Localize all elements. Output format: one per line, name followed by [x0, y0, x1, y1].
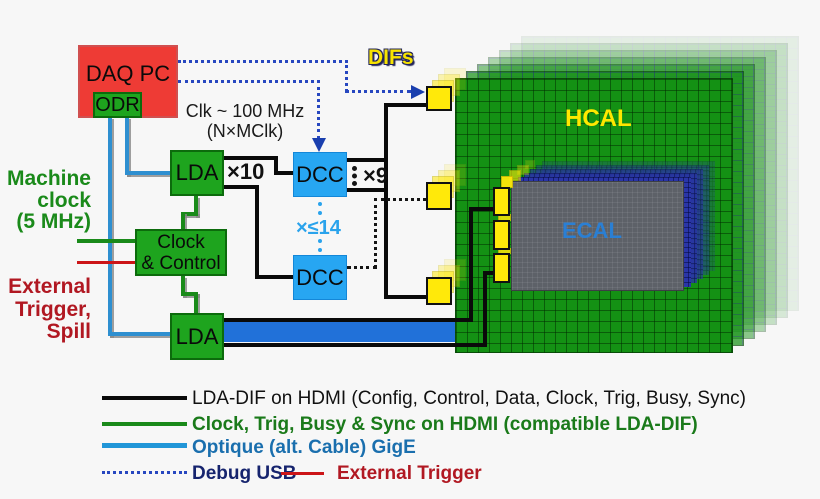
lda-bottom-label: LDA	[175, 323, 219, 349]
legend-label-clock-hdmi: Clock, Trig, Busy & Sync on HDMI (compat…	[192, 414, 698, 435]
line-dcc1-stub-top	[347, 158, 388, 162]
usb-line2-v	[317, 80, 320, 139]
machine-clock-line2: clock	[37, 188, 91, 212]
clock-control-label-2: & Control	[141, 252, 221, 274]
ecal-front-layer	[511, 181, 684, 291]
legend-label-debug-usb: Debug USB	[192, 463, 297, 484]
hcal-dif-1	[426, 86, 452, 111]
line-bus-dif3	[384, 295, 426, 299]
dotted-dcc2-h1	[347, 266, 377, 269]
zig-cc-lda2-c	[194, 292, 198, 313]
machine-clock-line	[77, 239, 135, 243]
x9-label: ×9	[363, 163, 389, 188]
optique-odr-lda2-h	[108, 332, 170, 336]
ecal-label: ECAL	[562, 218, 622, 243]
zig-cc-lda2-b	[181, 292, 198, 296]
ellipsis-x9	[352, 166, 357, 186]
line-lda2-ecal-top-h	[223, 318, 473, 322]
clock-control-box: Clock & Control	[135, 229, 227, 276]
optique-odr-lda1-h	[125, 171, 170, 175]
ellipsis-dcc-top	[318, 202, 322, 215]
external-trigger-line1: External	[8, 275, 91, 298]
ecal-dif-2	[493, 220, 510, 250]
usb-line1-h2	[345, 90, 411, 93]
dcc-bottom-box: DCC	[293, 255, 347, 300]
line-dif-bus-v	[384, 103, 388, 299]
ellipsis-dcc-bottom	[318, 239, 322, 252]
line-lda1-dcc2-c	[255, 275, 293, 279]
clock-control-label-1: Clock	[157, 231, 205, 253]
usb-line2-h	[178, 80, 320, 83]
ecal-dif-3	[493, 253, 510, 283]
optique-odr-lda1-v	[125, 117, 129, 175]
machine-clock-line1: Machine	[6, 167, 91, 190]
usb-line1-h	[178, 60, 348, 63]
dotted-dcc2-h2	[374, 198, 426, 201]
line-lda1-dcc2-b	[255, 185, 259, 279]
legend-swatch-clock-hdmi	[102, 422, 187, 426]
odr-box: ODR	[93, 92, 142, 118]
dcc-top-box: DCC	[293, 152, 347, 197]
line-lda1-dcc1-a	[224, 156, 278, 160]
external-trigger-caption: External Trigger, Spill	[6, 275, 91, 344]
zig-lda1-cc-a	[194, 196, 198, 216]
legend-swatch-external-trigger	[281, 472, 324, 475]
daq-pc-label: DAQ PC	[85, 61, 171, 86]
x14-label: ×≤14	[296, 217, 341, 239]
legend-swatch-optique	[102, 443, 187, 448]
legend-label-lda-dif: LDA-DIF on HDMI (Config, Control, Data, …	[192, 388, 746, 409]
line-lda2-ecal-bot-h	[223, 343, 487, 347]
line-lda2-ecal-bot-stub	[483, 271, 495, 275]
hcal-dif-2	[426, 182, 452, 210]
dotted-dcc2-v	[374, 198, 377, 268]
usb-arrow-dif	[411, 85, 425, 99]
external-trigger-line2: Trigger,	[15, 297, 91, 321]
lda-top-box: LDA	[170, 150, 224, 196]
legend-swatch-debug-usb	[102, 471, 187, 474]
line-lda2-ecal-bot-v	[483, 271, 487, 347]
line-lda2-ecal-top-v	[469, 207, 473, 322]
legend-label-optique: Optique (alt. Cable) GigE	[192, 437, 416, 458]
legend-label-external-trigger: External Trigger	[337, 463, 482, 484]
line-lda1-dcc1-c	[274, 171, 293, 175]
hcal-label: HCAL	[565, 105, 632, 132]
line-bus-dif1	[384, 103, 426, 107]
external-trigger-line3: Spill	[46, 320, 91, 343]
legend-swatch-lda-dif	[102, 396, 187, 400]
machine-clock-line3: (5 MHz)	[16, 210, 91, 233]
zig-cc-lda2-a	[181, 276, 185, 296]
gige-bar	[223, 322, 455, 342]
odr-label: ODR	[95, 93, 140, 116]
line-lda1-dcc1-b	[274, 156, 278, 175]
zig-lda1-cc-b	[181, 212, 198, 216]
difs-label: DIFs	[368, 46, 414, 69]
external-trigger-line	[77, 261, 135, 264]
ecal-dif-1	[493, 187, 510, 216]
line-lda2-ecal-top-stub	[469, 207, 495, 211]
lda-bottom-box: LDA	[170, 313, 224, 360]
usb-arrow-dcc	[312, 138, 326, 152]
line-dcc1-stub-bot	[347, 188, 388, 192]
zig-lda1-cc-c	[181, 212, 185, 229]
clk-line1: Clk ~ 100 MHz	[185, 101, 305, 121]
lda-top-label: LDA	[175, 160, 219, 185]
dcc-bottom-label: DCC	[296, 264, 344, 290]
ecal-dif-step	[525, 160, 535, 169]
dcc-top-label: DCC	[296, 161, 344, 187]
clk-line2: (N×MClk)	[206, 121, 284, 141]
optique-odr-lda2-v	[108, 117, 112, 336]
machine-clock-caption: Machine clock (5 MHz)	[6, 168, 91, 233]
line-lda1-dcc2-a	[224, 185, 259, 189]
usb-line1-v	[345, 60, 348, 92]
x10-label: ×10	[227, 159, 265, 184]
clk-annotation: Clk ~ 100 MHz (N×MClk)	[160, 101, 330, 141]
ecal-dif-step	[509, 170, 521, 181]
hcal-dif-3	[426, 277, 452, 305]
